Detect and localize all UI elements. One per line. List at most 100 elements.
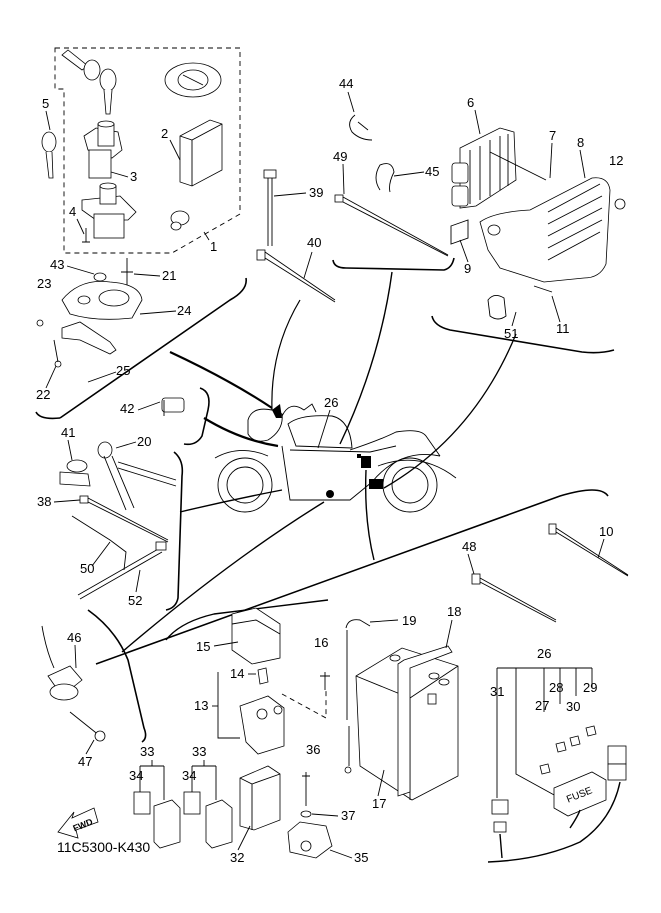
sensor-20-illustration	[97, 441, 177, 511]
part-label-25[interactable]: 25	[116, 363, 130, 378]
key-pair-illustration	[61, 49, 117, 115]
part-label-2[interactable]: 2	[161, 126, 168, 141]
part-label-8[interactable]: 8	[577, 135, 584, 150]
leader-line-51	[511, 311, 517, 327]
part-label-12[interactable]: 12	[609, 153, 623, 168]
part-label-16[interactable]: 16	[314, 635, 328, 650]
part-label-18[interactable]: 18	[447, 604, 461, 619]
part-label-34[interactable]: 34	[129, 768, 143, 783]
part-label-49[interactable]: 49	[333, 149, 347, 164]
part-label-20[interactable]: 20	[137, 434, 151, 449]
leader-line-21	[133, 273, 161, 277]
leader-line-6	[474, 109, 481, 135]
part-label-19[interactable]: 19	[402, 613, 416, 628]
clip-45-illustration	[375, 163, 395, 193]
clamp-42-illustration	[161, 397, 185, 416]
leader-line-32	[237, 825, 251, 851]
part-label-31[interactable]: 31	[490, 684, 504, 699]
part-label-28[interactable]: 28	[549, 680, 563, 695]
part-label-1[interactable]: 1	[210, 239, 217, 254]
part-label-43[interactable]: 43	[50, 257, 64, 272]
leader-line-2	[169, 139, 181, 161]
part-label-13[interactable]: 13	[194, 698, 208, 713]
cable-tie-38-illustration	[79, 495, 169, 543]
part-label-36[interactable]: 36	[306, 742, 320, 757]
part-label-4[interactable]: 4	[69, 204, 76, 219]
sensor-46-illustration	[41, 625, 83, 701]
leader-line-26	[317, 409, 331, 449]
part-label-48[interactable]: 48	[462, 539, 476, 554]
part-label-37[interactable]: 37	[341, 808, 355, 823]
bolt-21-illustration	[121, 258, 133, 285]
leader-line-40	[303, 251, 313, 279]
part-label-33[interactable]: 33	[140, 744, 154, 759]
part-label-30[interactable]: 30	[566, 699, 580, 714]
bolt-36-illustration	[302, 772, 310, 806]
rectifier-regulator-illustration	[451, 127, 517, 209]
part-label-29[interactable]: 29	[583, 680, 597, 695]
part-label-45[interactable]: 45	[425, 164, 439, 179]
motorcycle-location-view	[214, 403, 457, 513]
part-label-6[interactable]: 6	[467, 95, 474, 110]
forward-direction-indicator: FWD	[57, 807, 99, 839]
part-label-39[interactable]: 39	[309, 185, 323, 200]
part-label-51[interactable]: 51	[504, 326, 518, 341]
part-label-26[interactable]: 26	[537, 646, 551, 661]
part-label-44[interactable]: 44	[339, 76, 353, 91]
part-label-27[interactable]: 27	[535, 698, 549, 713]
leader-line-18	[445, 619, 453, 649]
part-label-5[interactable]: 5	[42, 96, 49, 111]
part-label-34[interactable]: 34	[182, 768, 196, 783]
part-label-46[interactable]: 46	[67, 630, 81, 645]
leader-line-4	[76, 218, 85, 235]
part-label-17[interactable]: 17	[372, 796, 386, 811]
leader-line-50	[91, 541, 111, 567]
catalog-code: 11C5300-K430	[57, 839, 150, 855]
clamp-51-illustration	[487, 295, 507, 320]
relay-32-illustration	[239, 765, 281, 831]
leader-line-9	[459, 239, 469, 263]
clamp-41-illustration	[59, 459, 91, 487]
part-label-41[interactable]: 41	[61, 425, 75, 440]
lock-base-illustration	[81, 182, 137, 239]
leader-line-37	[311, 813, 339, 817]
part-label-24[interactable]: 24	[177, 303, 191, 318]
part-label-50[interactable]: 50	[80, 561, 94, 576]
cable-tie-49-illustration	[334, 194, 449, 257]
bracket-illustration	[36, 319, 117, 368]
leader-line-19	[369, 619, 399, 623]
fuel-cap-ring-illustration	[164, 62, 222, 98]
part-label-52[interactable]: 52	[128, 593, 142, 608]
part-label-40[interactable]: 40	[307, 235, 321, 250]
part-label-15[interactable]: 15	[196, 639, 210, 654]
bolt-11-illustration	[533, 285, 553, 293]
part-label-23[interactable]: 23	[37, 276, 51, 291]
part-label-10[interactable]: 10	[599, 524, 613, 539]
part-label-11[interactable]: 11	[556, 321, 570, 336]
cable-tie-48-illustration	[471, 573, 557, 623]
part-label-26[interactable]: 26	[324, 395, 338, 410]
part-label-42[interactable]: 42	[120, 401, 134, 416]
bolt-16-illustration	[320, 672, 330, 690]
leader-line-38	[53, 499, 81, 503]
part-label-7[interactable]: 7	[549, 128, 556, 143]
damper-12-illustration	[614, 198, 626, 210]
washer-37-illustration	[300, 810, 312, 818]
part-label-38[interactable]: 38	[37, 494, 51, 509]
leader-line-11	[551, 295, 561, 323]
part-label-14[interactable]: 14	[230, 666, 244, 681]
part-label-22[interactable]: 22	[36, 387, 50, 402]
part-label-35[interactable]: 35	[354, 850, 368, 865]
part-label-3[interactable]: 3	[130, 169, 137, 184]
part-label-32[interactable]: 32	[230, 850, 244, 865]
part-label-47[interactable]: 47	[78, 754, 92, 769]
part-label-9[interactable]: 9	[464, 261, 471, 276]
part-label-21[interactable]: 21	[162, 268, 176, 283]
connector-illustration	[607, 745, 627, 781]
main-switch-illustration	[83, 120, 123, 179]
leader-line-3	[110, 171, 129, 178]
cable-tie-52-illustration	[77, 541, 167, 600]
part-label-33[interactable]: 33	[192, 744, 206, 759]
